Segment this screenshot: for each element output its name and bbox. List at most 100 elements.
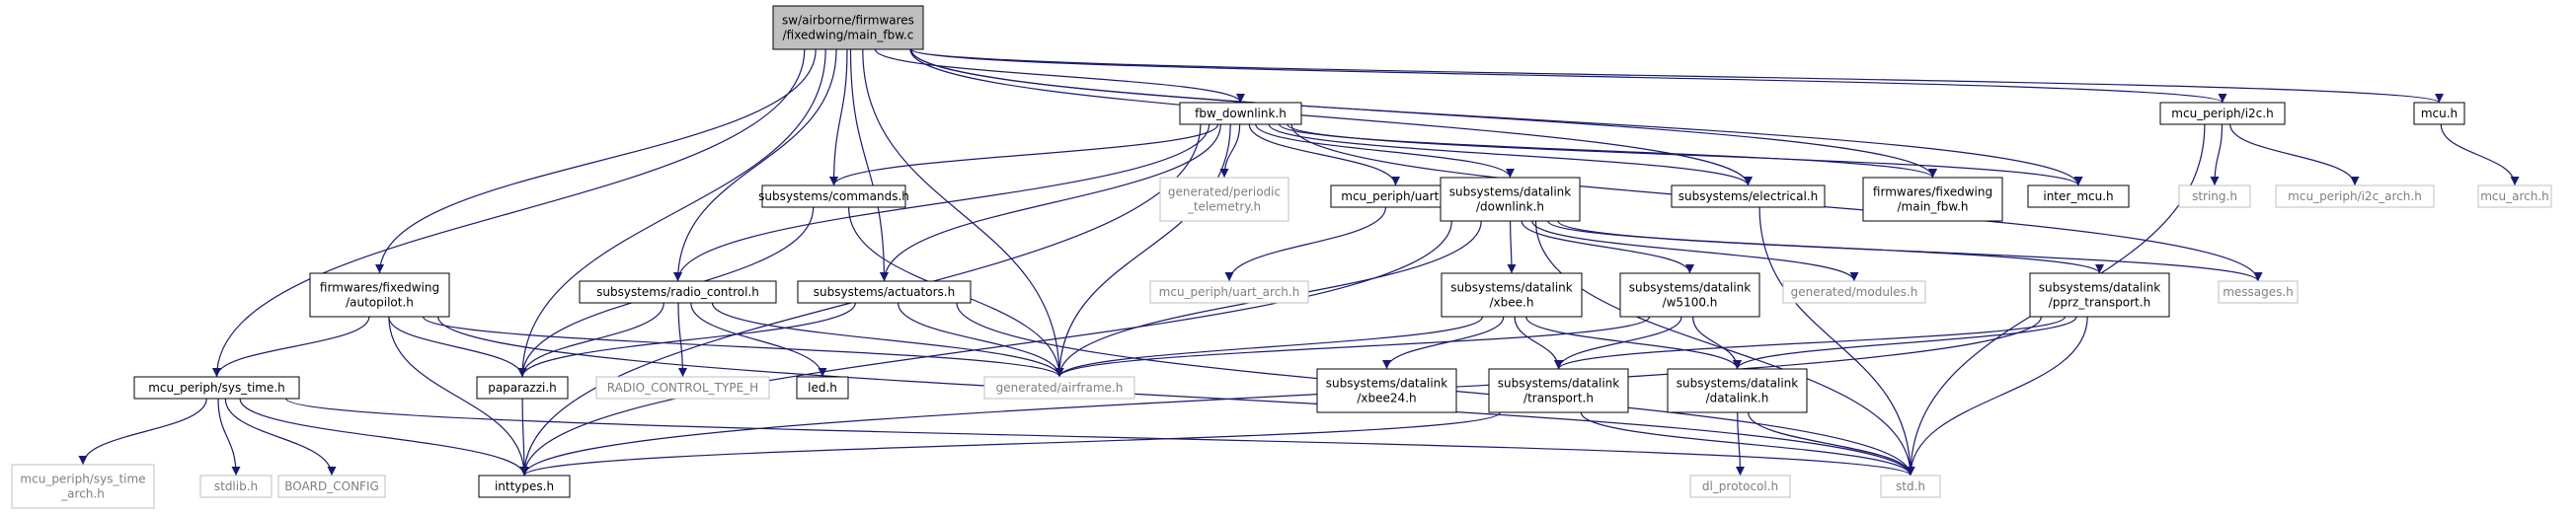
node-sys_time[interactable]: mcu_periph/sys_time.h bbox=[133, 376, 300, 400]
node-w5100[interactable]: subsystems/datalink/w5100.h bbox=[1619, 272, 1760, 318]
edge-radio-to-paparazzi bbox=[517, 302, 664, 378]
node-commands[interactable]: subsystems/commands.h bbox=[758, 184, 909, 208]
node-inter_mcu[interactable]: inter_mcu.h bbox=[2027, 184, 2130, 208]
edge-dl_downlink-to-w5100 bbox=[1521, 220, 1694, 274]
node-label-transport-1: /transport.h bbox=[1523, 392, 1594, 405]
edge-fbw_downlink-to-dl_downlink bbox=[1255, 123, 1515, 179]
node-box-gen_airframe bbox=[983, 376, 1135, 400]
node-box-sys_time_arch bbox=[11, 464, 155, 509]
node-label-fw_main_fbw_h-0: firmwares/fixedwing bbox=[1873, 185, 1992, 199]
node-box-commands bbox=[761, 184, 906, 208]
node-label-dl_downlink-0: subsystems/datalink bbox=[1449, 185, 1571, 199]
node-label-sys_time_arch-1: _arch.h bbox=[60, 487, 105, 501]
node-box-w5100 bbox=[1619, 272, 1760, 318]
edge-dl_datalink-to-dl_protocol bbox=[1735, 411, 1745, 476]
node-dl_datalink[interactable]: subsystems/datalink/datalink.h bbox=[1667, 368, 1808, 413]
node-label-messages-0: messages.h bbox=[2223, 285, 2294, 299]
edge-sys_time-to-board_config bbox=[224, 398, 337, 476]
node-box-electrical bbox=[1671, 184, 1826, 208]
node-label-uart-0: mcu_periph/uart.h bbox=[1341, 189, 1449, 203]
edge-main_fbw-to-commands bbox=[829, 48, 848, 186]
node-transport[interactable]: subsystems/datalink/transport.h bbox=[1488, 368, 1629, 413]
edge-fbw_downlink-to-actuators bbox=[880, 123, 1221, 282]
node-label-xbee24-0: subsystems/datalink bbox=[1326, 377, 1447, 391]
node-label-mcu_i2c-0: mcu_periph/i2c.h bbox=[2171, 107, 2273, 120]
node-fbw_downlink[interactable]: fbw_downlink.h bbox=[1179, 102, 1302, 125]
node-main_fbw[interactable]: sw/airborne/firmwares/fixedwing/main_fbw… bbox=[772, 5, 924, 50]
node-label-stdlib-0: stdlib.h bbox=[214, 479, 258, 493]
node-label-inter_mcu-0: inter_mcu.h bbox=[2043, 189, 2113, 203]
node-mcu_h[interactable]: mcu.h bbox=[2413, 102, 2465, 125]
edge-pprz_transport-to-inttypes bbox=[519, 316, 2042, 476]
node-label-xbee-0: subsystems/datalink bbox=[1450, 281, 1572, 295]
edge-xbee-to-transport bbox=[1514, 316, 1563, 370]
edge-pprz_transport-to-std_h bbox=[1906, 316, 2088, 476]
edge-main_fbw-to-actuators bbox=[849, 48, 889, 282]
edge-paparazzi-to-inttypes bbox=[519, 398, 529, 476]
node-box-string_h bbox=[2178, 184, 2251, 208]
node-label-mcu_h-0: mcu.h bbox=[2421, 107, 2458, 120]
node-label-gen_airframe-0: generated/airframe.h bbox=[996, 381, 1124, 395]
node-dl_downlink[interactable]: subsystems/datalink/downlink.h bbox=[1440, 177, 1581, 222]
node-paparazzi[interactable]: paparazzi.h bbox=[476, 376, 569, 400]
node-xbee[interactable]: subsystems/datalink/xbee.h bbox=[1441, 272, 1583, 318]
node-gen_periodic: generated/periodic_telemetry.h bbox=[1159, 177, 1289, 222]
node-label-fw_main_fbw_h-1: /main_fbw.h bbox=[1898, 200, 1969, 214]
edge-fbw_downlink-to-uart bbox=[1248, 123, 1400, 186]
node-xbee24[interactable]: subsystems/datalink/xbee24.h bbox=[1316, 368, 1457, 413]
edge-xbee-to-gen_airframe bbox=[1054, 316, 1483, 378]
edge-w5100-to-transport bbox=[1554, 316, 1682, 370]
edge-autopilot-to-sys_time bbox=[212, 316, 370, 378]
edge-autopilot-to-std_h bbox=[437, 316, 1915, 476]
node-autopilot[interactable]: firmwares/fixedwing/autopilot.h bbox=[309, 272, 450, 318]
node-label-gen_modules-0: generated/modules.h bbox=[1791, 285, 1918, 299]
node-label-gen_periodic-0: generated/periodic bbox=[1168, 185, 1281, 199]
node-box-i2c_arch bbox=[2275, 184, 2435, 208]
edge-main_fbw-to-mcu_h bbox=[910, 48, 2444, 104]
node-label-dl_downlink-1: /downlink.h bbox=[1476, 200, 1544, 214]
node-actuators[interactable]: subsystems/actuators.h bbox=[797, 280, 972, 304]
node-label-dl_protocol-0: dl_protocol.h bbox=[1702, 479, 1778, 493]
edge-main_fbw-to-gen_airframe bbox=[862, 48, 1064, 378]
edge-autopilot-to-inttypes bbox=[388, 316, 529, 476]
node-box-stdlib bbox=[199, 475, 273, 498]
edge-main_fbw-to-mcu_i2c bbox=[910, 48, 2227, 104]
node-label-inttypes-0: inttypes.h bbox=[495, 479, 554, 493]
node-box-mcu_i2c bbox=[2159, 102, 2286, 125]
edge-sys_time-to-stdlib bbox=[217, 398, 241, 476]
node-box-transport bbox=[1488, 368, 1629, 413]
node-std_h: std.h bbox=[1880, 475, 1941, 498]
node-box-inter_mcu bbox=[2027, 184, 2130, 208]
edge-main_fbw-to-paparazzi bbox=[517, 48, 826, 378]
node-label-autopilot-0: firmwares/fixedwing bbox=[320, 281, 439, 295]
edge-autopilot-to-paparazzi bbox=[388, 316, 527, 378]
node-electrical[interactable]: subsystems/electrical.h bbox=[1671, 184, 1826, 208]
node-radio[interactable]: subsystems/radio_control.h bbox=[579, 280, 777, 304]
node-label-commands-0: subsystems/commands.h bbox=[758, 189, 909, 203]
node-label-radio-0: subsystems/radio_control.h bbox=[596, 285, 759, 299]
node-led[interactable]: led.h bbox=[796, 376, 849, 400]
node-board_config: BOARD_CONFIG bbox=[277, 475, 386, 498]
node-label-sys_time_arch-0: mcu_periph/sys_time bbox=[20, 473, 145, 486]
node-label-std_h-0: std.h bbox=[1896, 479, 1925, 493]
edge-actuators-to-paparazzi bbox=[517, 302, 856, 378]
node-pprz_transport[interactable]: subsystems/datalink/pprz_transport.h bbox=[2029, 272, 2170, 318]
node-label-dl_datalink-1: /datalink.h bbox=[1706, 392, 1769, 405]
node-box-dl_downlink bbox=[1440, 177, 1581, 222]
node-box-gen_modules bbox=[1782, 280, 1926, 304]
node-label-xbee-1: /xbee.h bbox=[1490, 296, 1534, 310]
node-inttypes[interactable]: inttypes.h bbox=[478, 475, 571, 498]
edge-xbee-to-xbee24 bbox=[1382, 316, 1505, 370]
edge-dl_downlink-to-messages bbox=[1557, 220, 2263, 282]
edge-main_fbw-to-inter_mcu bbox=[910, 48, 2083, 186]
edge-sys_time-to-inttypes bbox=[239, 398, 529, 476]
node-dl_protocol: dl_protocol.h bbox=[1689, 475, 1791, 498]
node-mcu_i2c[interactable]: mcu_periph/i2c.h bbox=[2159, 102, 2286, 125]
edge-fbw_downlink-to-electrical bbox=[1268, 123, 1753, 186]
node-fw_main_fbw_h[interactable]: firmwares/fixedwing/main_fbw.h bbox=[1862, 177, 2003, 222]
node-uart[interactable]: mcu_periph/uart.h bbox=[1330, 184, 1461, 208]
edge-fbw_downlink-to-radio bbox=[673, 123, 1210, 282]
node-box-uart_arch bbox=[1149, 280, 1309, 304]
edge-transport-to-inttypes bbox=[519, 411, 1501, 476]
node-box-rc_type bbox=[595, 376, 770, 400]
